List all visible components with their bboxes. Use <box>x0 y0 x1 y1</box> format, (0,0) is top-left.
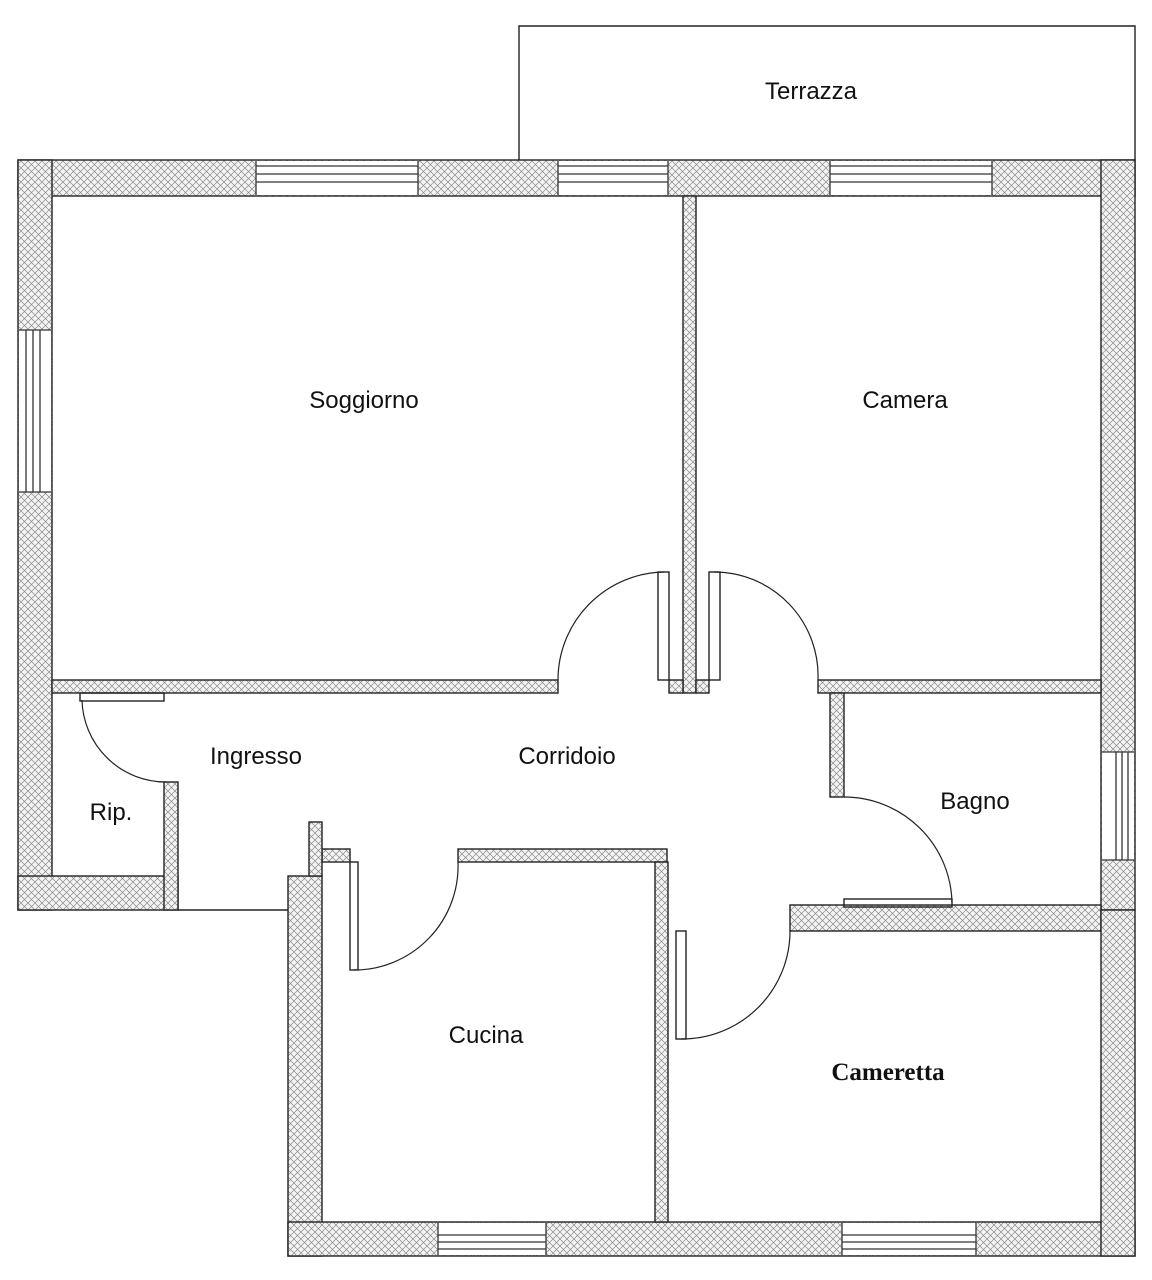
wall-lower-right <box>1100 909 1136 1257</box>
doors <box>79 571 953 1040</box>
label-corridoio: Corridoio <box>518 743 615 770</box>
window-soggiorno-top-2 <box>557 161 669 195</box>
door-ripostiglio <box>79 692 167 783</box>
window-camera-top <box>829 161 993 195</box>
wall-stub-left <box>668 679 684 694</box>
window-soggiorno-top <box>255 161 419 195</box>
door-cameretta <box>675 930 791 1040</box>
wall-soggiorno-corridor <box>51 679 559 694</box>
wall-bagno-bottom <box>789 904 1102 932</box>
label-camera: Camera <box>862 387 948 414</box>
wall-rip-right <box>163 781 179 911</box>
label-cucina: Cucina <box>449 1022 524 1049</box>
wall-cucina-top <box>457 848 668 863</box>
wall-left <box>17 159 53 911</box>
wall-entry-jamb <box>308 821 323 877</box>
door-soggiorno <box>557 571 670 681</box>
window-bagno-right <box>1102 751 1134 861</box>
room-labels: Terrazza Soggiorno Camera Ingresso Corri… <box>90 78 1010 1086</box>
label-ripostiglio: Rip. <box>90 799 133 826</box>
label-bagno: Bagno <box>940 788 1009 815</box>
wall-cucina-jamb <box>321 848 351 863</box>
label-ingresso: Ingresso <box>210 743 302 770</box>
wall-cucina-cameretta <box>654 861 669 1223</box>
label-terrazza: Terrazza <box>765 78 858 105</box>
label-cameretta: Cameretta <box>831 1059 945 1086</box>
wall-stub-right <box>695 679 710 694</box>
wall-camera-bagno <box>817 679 1102 694</box>
window-soggiorno-left <box>19 329 51 493</box>
wall-bottom-left <box>17 875 179 911</box>
wall-lower-bottom <box>287 1221 1136 1257</box>
wall-lower-left <box>287 875 323 1257</box>
wall-bagno-left <box>829 692 845 798</box>
terrace <box>518 25 1136 160</box>
window-cucina-bottom <box>437 1223 547 1255</box>
door-camera <box>708 571 819 681</box>
door-bagno <box>843 796 953 908</box>
wall-soggiorno-camera <box>682 195 697 694</box>
window-cameretta-bottom <box>841 1223 977 1255</box>
windows <box>19 161 1134 1255</box>
door-cucina <box>349 861 459 971</box>
walls <box>17 159 1136 1257</box>
label-soggiorno: Soggiorno <box>309 387 418 414</box>
